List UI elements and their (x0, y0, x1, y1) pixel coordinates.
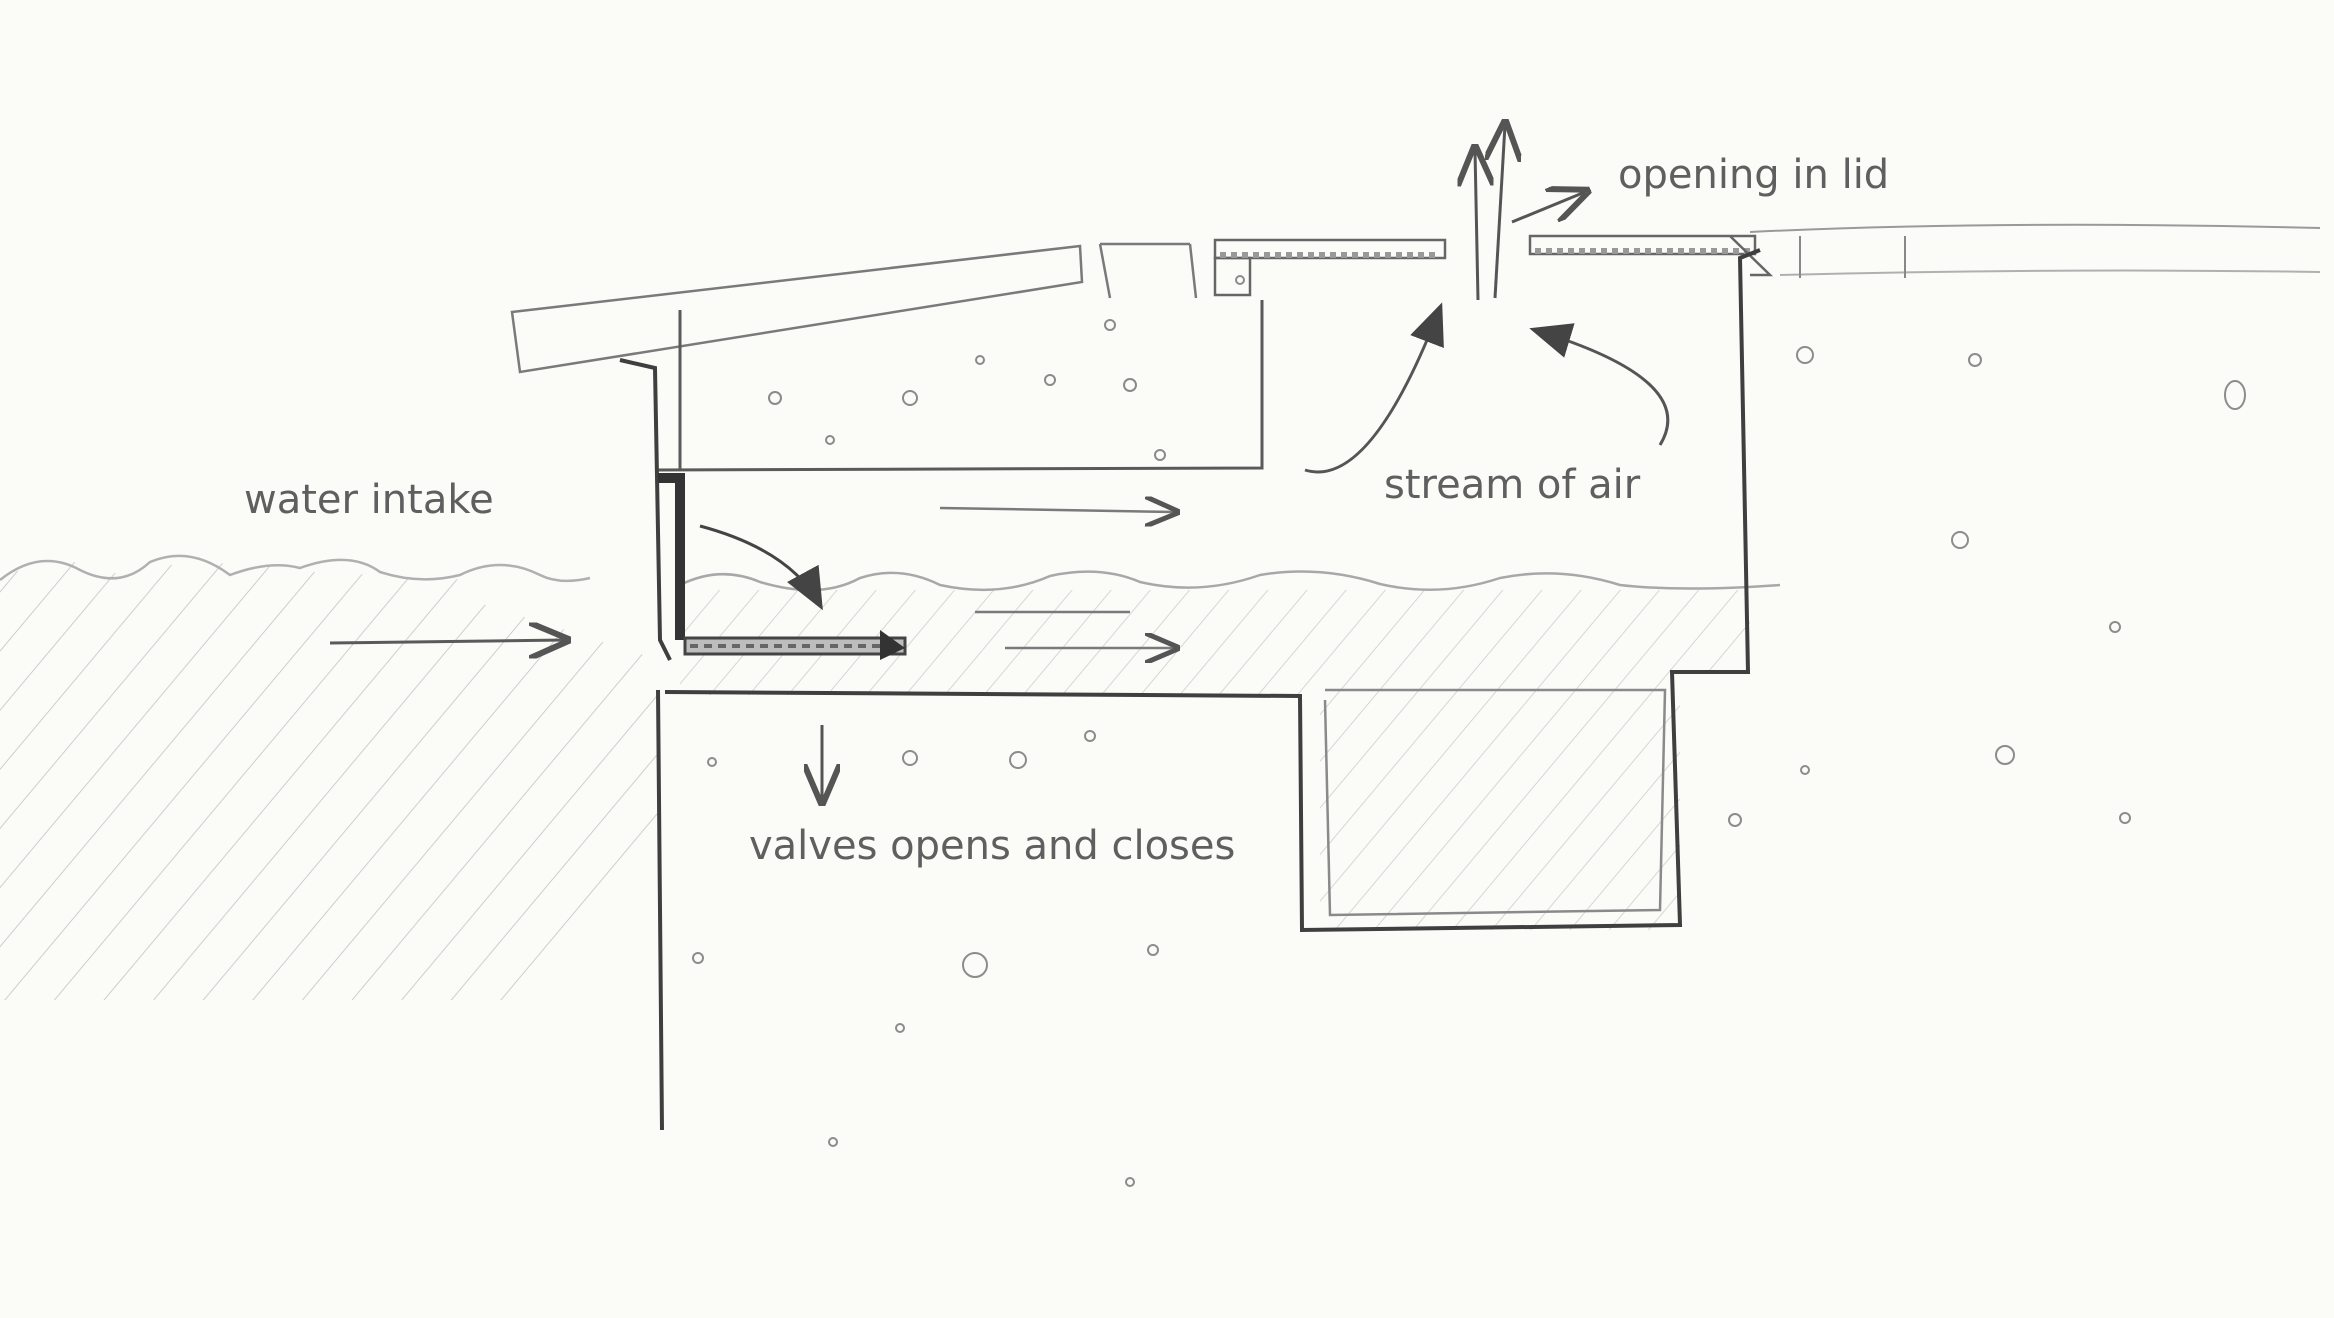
water-hatching-left (0, 559, 660, 1000)
channel-water-hatching (680, 590, 1750, 930)
lid-slab-left (510, 242, 1198, 374)
air-stream-arrows (1304, 125, 1670, 474)
valve-inflow-arrow (699, 524, 823, 611)
flow-arrows (939, 508, 1175, 648)
water-surface-line (0, 554, 591, 583)
label-valves: valves opens and closes (749, 823, 1236, 869)
lid-with-opening (1213, 223, 2321, 297)
label-water-intake: water intake (244, 477, 494, 523)
concrete-block (654, 300, 1264, 472)
valve-plate (683, 630, 907, 660)
water-intake-arrow (329, 640, 565, 643)
label-opening-in-lid: opening in lid (1618, 152, 1890, 198)
label-stream-of-air: stream of air (1384, 462, 1641, 508)
ground-speckles (692, 275, 2246, 1187)
channel-water-surface (679, 570, 1781, 592)
walls (619, 248, 1761, 1131)
